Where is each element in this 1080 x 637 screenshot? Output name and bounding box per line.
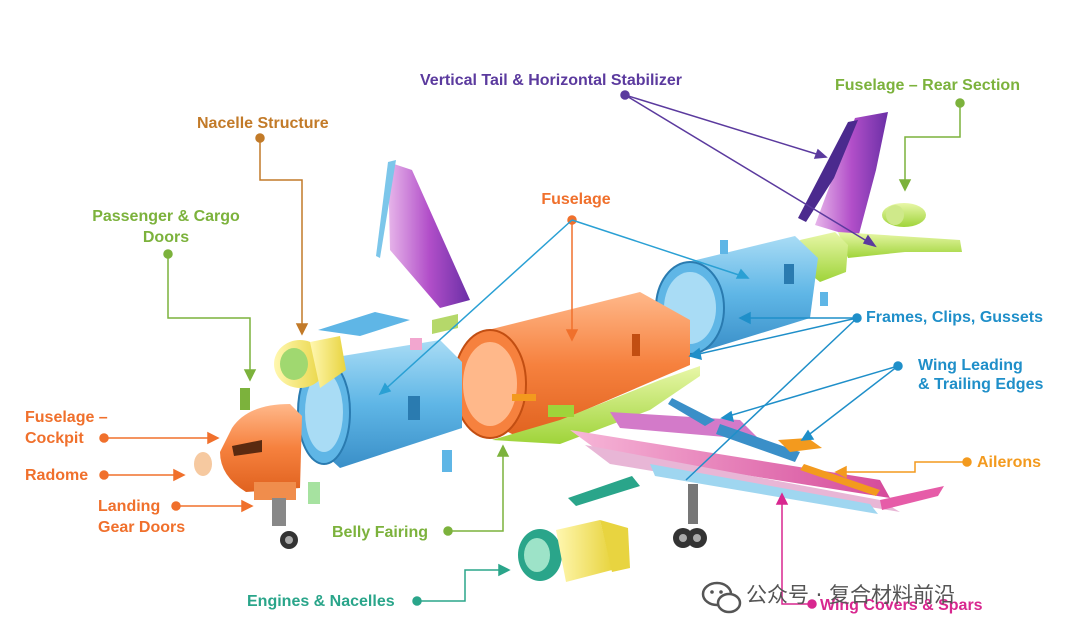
label-wing-edges-line2: & Trailing Edges [918, 376, 1043, 393]
labels: Vertical Tail & Horizontal Stabilizer Fu… [25, 72, 1043, 614]
leader-lines [99, 90, 972, 609]
engines-part [518, 520, 630, 582]
label-engines: Engines & Nacelles [247, 593, 395, 610]
leader-engines [412, 563, 511, 606]
label-landing-gear-line2: Gear Doors [98, 519, 185, 536]
label-wing-edges-line1: Wing Leading [918, 357, 1023, 374]
cockpit-part [194, 404, 302, 549]
forward-fuselage-barrel [240, 340, 462, 504]
leader-nacelle [255, 133, 309, 336]
leader-landing-gear [171, 499, 254, 513]
leader-ailerons [834, 457, 972, 479]
label-frames: Frames, Clips, Gussets [866, 309, 1043, 326]
leader-cockpit [99, 431, 220, 445]
leader-doors [163, 249, 257, 382]
leader-vertical-tail [620, 90, 877, 248]
label-nacelle-structure: Nacelle Structure [197, 115, 329, 132]
label-radome: Radome [25, 467, 88, 484]
label-doors-line2: Doors [143, 229, 189, 246]
belly-fairing-part [492, 366, 700, 444]
label-wing-covers: Wing Covers & Spars [820, 597, 983, 614]
center-fuselage-barrel [453, 292, 690, 439]
label-cockpit-line1: Fuselage – [25, 409, 108, 426]
leader-radome [99, 468, 186, 482]
label-cockpit-line2: Cockpit [25, 430, 84, 447]
leader-fuselage-blue [378, 219, 750, 396]
label-ailerons: Ailerons [977, 454, 1041, 471]
aircraft-parts [194, 112, 962, 582]
leader-fuselage-rear [898, 98, 965, 192]
rear-fuselage-barrel [655, 236, 828, 355]
label-vertical-tail: Vertical Tail & Horizontal Stabilizer [420, 72, 682, 89]
nacelle-structure-part [274, 312, 410, 388]
wechat-icon [701, 581, 742, 614]
leader-wing-edges [720, 361, 903, 441]
lower-wing-assembly [568, 398, 944, 548]
leader-belly [443, 444, 510, 536]
watermark: 公众号 · 复合材料前沿 [701, 581, 955, 614]
label-fuselage-rear: Fuselage – Rear Section [835, 77, 1020, 94]
leader-frames [685, 311, 862, 481]
upper-left-wing-part [376, 160, 470, 350]
watermark-text: 公众号 · 复合材料前沿 [746, 583, 955, 607]
label-fuselage: Fuselage [541, 191, 610, 208]
label-doors-line1: Passenger & Cargo [92, 208, 240, 225]
label-landing-gear-line1: Landing [98, 498, 160, 515]
label-belly-fairing: Belly Fairing [332, 524, 428, 541]
leader-wing-covers [775, 492, 817, 609]
